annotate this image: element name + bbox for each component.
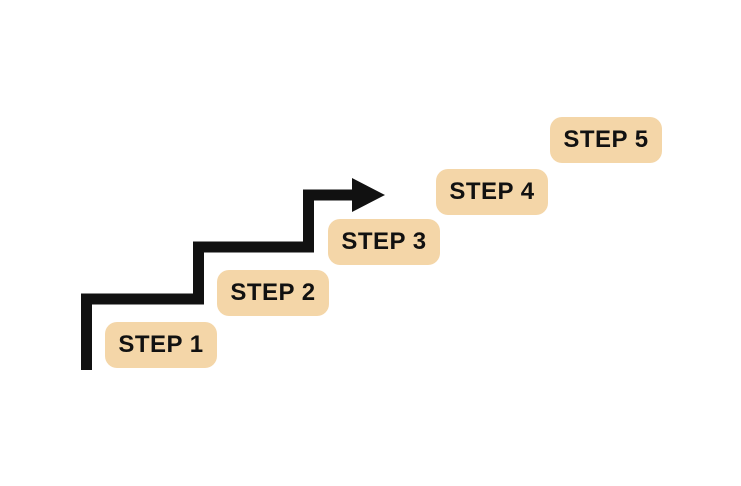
arrowhead-icon (352, 178, 385, 212)
step-badge-2: STEP 2 (217, 270, 329, 316)
step-badge-4: STEP 4 (436, 169, 548, 215)
step-badge-5: STEP 5 (550, 117, 662, 163)
step-badge-3: STEP 3 (328, 219, 440, 265)
step-badge-1: STEP 1 (105, 322, 217, 368)
